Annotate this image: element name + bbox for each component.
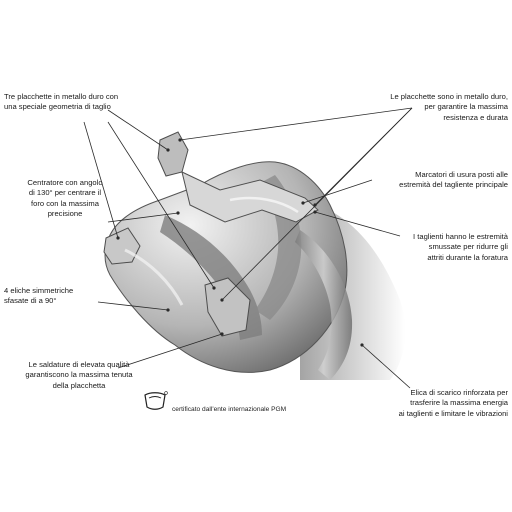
drill-bit [103,131,406,380]
label-wear-markers: Marcatori di usura posti alle estremità … [399,170,508,190]
label-chamfered-edges: I taglienti hanno le estremità smussate … [413,232,508,262]
label-welding: Le saldature di elevata qualità garantis… [25,360,133,390]
label-carbide-tips: Tre placchette in metallo duro con una s… [4,92,119,112]
leader-dots [116,138,364,347]
pgm-seal-icon [144,391,168,410]
label-centrator: Centratore con angolo di 130° per centra… [27,178,103,219]
label-carbide-durability: Le placchette sono in metallo duro, per … [390,92,508,122]
label-discharge-helix: Elica di scarico rinforzata per trasferi… [398,388,508,418]
label-helix: 4 eliche simmetriche sfasate di a 90° [4,286,74,306]
leader-lines [83,107,413,389]
certificate-text: certificato dall'ente internazionale PGM [172,406,287,413]
